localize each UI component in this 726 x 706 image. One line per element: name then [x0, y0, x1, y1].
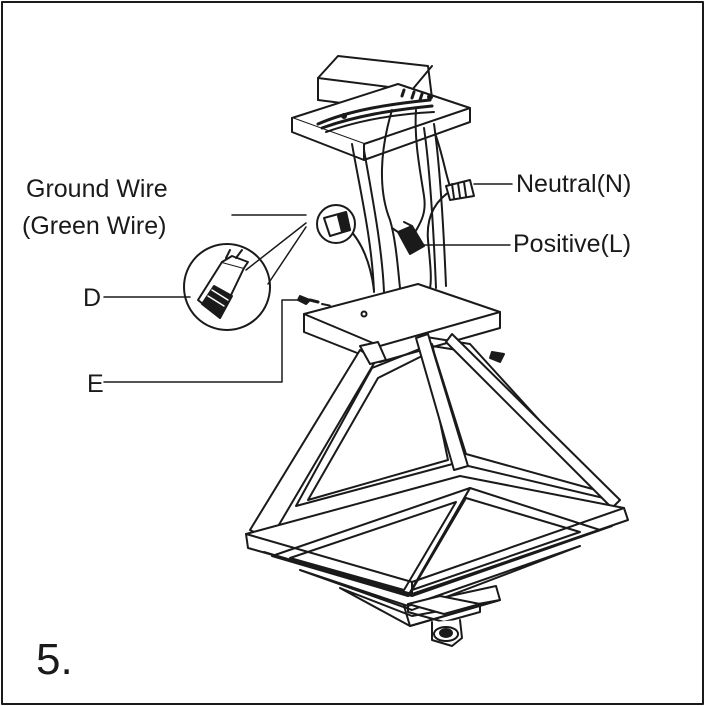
detail-leader-lower: [267, 226, 307, 285]
part-e-label: E: [87, 370, 104, 398]
lantern-finial: [407, 595, 481, 647]
fixture-wires: [347, 109, 453, 291]
lantern-canopy: [303, 283, 501, 363]
step-number: 5.: [36, 635, 73, 684]
callout-lines: [103, 183, 513, 383]
part-d-label: D: [83, 284, 102, 312]
neutral-label: Neutral(N): [516, 170, 632, 198]
lantern-frame: [249, 333, 621, 541]
green-wire-label: (Green Wire): [22, 212, 167, 240]
ground-wire-nut-circle: [316, 204, 356, 244]
screw-e-left: [297, 295, 320, 305]
positive-label: Positive(L): [513, 230, 632, 258]
fixture-stem: [351, 123, 447, 293]
neutral-wire-nut: [445, 179, 475, 201]
ground-wire-label: Ground Wire: [26, 175, 168, 203]
wire-nut-detail: [183, 243, 271, 331]
positive-wire-nut: [391, 221, 425, 255]
mounting-plate: [291, 83, 471, 161]
page-border: [1, 1, 704, 705]
e-leader: [103, 299, 299, 383]
detail-leader-upper: [245, 222, 307, 271]
screw-e-right: [489, 351, 505, 363]
